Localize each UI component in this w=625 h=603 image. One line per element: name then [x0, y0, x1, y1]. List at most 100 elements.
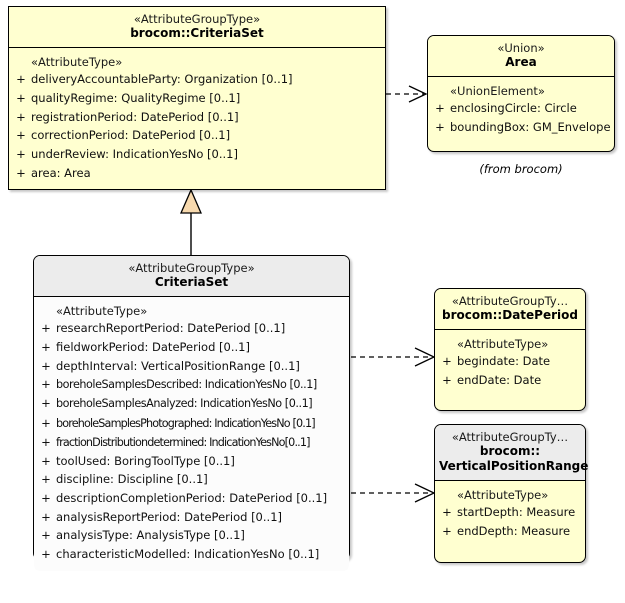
attribute-text: area: Area	[31, 165, 91, 180]
generalization-criteriaset-to-brocom-criteriaset	[180, 188, 202, 255]
class-header-verticalpositionrange: «AttributeGroupTy… brocom:: VerticalPosi…	[435, 425, 589, 482]
attribute-visibility: +	[16, 146, 26, 161]
attribute-text: descriptionCompletionPeriod: DatePeriod …	[56, 491, 328, 506]
class-brocom-criteriaset[interactable]: «AttributeGroupType» brocom::CriteriaSet…	[8, 6, 386, 190]
attribute-visibility: +	[41, 396, 51, 411]
class-verticalpositionrange[interactable]: «AttributeGroupTy… brocom:: VerticalPosi…	[434, 424, 589, 563]
attribute-group-stereotype: «AttributeType»	[457, 488, 549, 503]
attribute-row: + underReview: IndicationYesNo [0..1]	[11, 145, 383, 164]
attribute-row: + fieldworkPeriod: DatePeriod [0..1]	[36, 338, 347, 357]
class-name: CriteriaSet	[154, 275, 229, 290]
attribute-visibility: +	[16, 72, 26, 87]
attribute-text: boreholeSamplesPhotographed: IndicationY…	[56, 416, 316, 430]
attribute-visibility: +	[41, 509, 51, 524]
attribute-visibility: +	[41, 434, 51, 449]
attribute-text: fractionDistributiondetermined: Indicati…	[56, 435, 311, 449]
class-name: brocom::CriteriaSet	[130, 26, 264, 41]
attribute-row: + registrationPeriod: DatePeriod [0..1]	[11, 108, 383, 127]
attribute-text: endDate: Date	[457, 373, 542, 387]
class-area[interactable]: «Union» Area «UnionElement» + enclosingC…	[427, 35, 615, 152]
class-body-criteriaset: «AttributeType» + researchReportPeriod: …	[34, 297, 349, 571]
attribute-row: + toolUsed: BoringToolType [0..1]	[36, 452, 347, 471]
attribute-row: + boreholeSamplesPhotographed: Indicatio…	[36, 414, 347, 433]
class-name-line1: brocom::	[479, 444, 541, 459]
class-header-brocom-criteriaset: «AttributeGroupType» brocom::CriteriaSet	[9, 7, 385, 49]
attribute-text: endDepth: Measure	[457, 524, 571, 538]
class-stereotype: «AttributeGroupTy…	[451, 430, 569, 444]
attribute-visibility: +	[41, 546, 51, 561]
attribute-visibility: +	[41, 358, 51, 373]
class-body-dateperiod: «AttributeType» + begindate: Date + endD…	[435, 330, 585, 397]
attribute-text: depthInterval: VerticalPositionRange [0.…	[56, 358, 300, 373]
attribute-visibility: +	[41, 377, 51, 392]
attribute-visibility: +	[41, 340, 51, 354]
attribute-visibility: +	[442, 524, 452, 538]
attribute-row: + enclosingCircle: Circle	[430, 99, 612, 118]
attribute-row: + descriptionCompletionPeriod: DatePerio…	[36, 489, 347, 508]
class-dateperiod[interactable]: «AttributeGroupTy… brocom::DatePeriod «A…	[434, 288, 586, 411]
attribute-text: startDepth: Measure	[457, 505, 576, 520]
dependency-criteriaset-to-area	[386, 85, 428, 103]
attribute-text: characteristicModelled: IndicationYesNo …	[56, 546, 320, 561]
attribute-visibility: +	[16, 109, 26, 124]
attribute-row: + area: Area	[11, 164, 383, 183]
attribute-visibility: +	[442, 354, 452, 369]
attribute-row: + boundingBox: GM_Envelope	[430, 118, 612, 137]
attribute-visibility: +	[41, 415, 51, 430]
attribute-row: + qualityRegime: QualityRegime [0..1]	[11, 89, 383, 108]
attribute-text: toolUsed: BoringToolType [0..1]	[56, 453, 235, 468]
class-body-verticalpositionrange: «AttributeType» + startDepth: Measure + …	[435, 481, 585, 548]
attribute-visibility: +	[16, 128, 26, 143]
attribute-row: + startDepth: Measure	[437, 503, 583, 522]
area-package-note: (from brocom)	[479, 162, 563, 176]
attribute-visibility: +	[16, 165, 26, 180]
class-header-criteriaset: «AttributeGroupType» CriteriaSet	[34, 256, 349, 298]
class-name: Area	[505, 55, 537, 70]
attribute-row: + researchReportPeriod: DatePeriod [0..1…	[36, 319, 347, 338]
attribute-text: registrationPeriod: DatePeriod [0..1]	[31, 109, 239, 124]
attribute-row: + boreholeSamplesDescribed: IndicationYe…	[36, 375, 347, 394]
attribute-row: + endDepth: Measure	[437, 522, 583, 541]
attribute-text: researchReportPeriod: DatePeriod [0..1]	[56, 321, 286, 336]
attribute-text: underReview: IndicationYesNo [0..1]	[31, 146, 238, 161]
attribute-text: deliveryAccountableParty: Organization […	[31, 72, 293, 87]
union-element-stereotype: «UnionElement»	[450, 84, 545, 99]
attribute-text: discipline: Discipline [0..1]	[56, 472, 208, 487]
class-name-line2: VerticalPositionRange	[439, 459, 589, 474]
attribute-row: + boreholeSamplesAnalyzed: IndicationYes…	[36, 394, 347, 413]
attribute-visibility: +	[41, 528, 51, 543]
dependency-criteriaset-to-dateperiod	[351, 347, 436, 367]
attribute-visibility: +	[41, 453, 51, 468]
class-name: brocom::DatePeriod	[442, 308, 578, 323]
attribute-row: + deliveryAccountableParty: Organization…	[11, 70, 383, 89]
attribute-visibility: +	[435, 101, 445, 116]
dependency-criteriaset-to-verticalpositionrange	[351, 483, 436, 503]
attribute-group-stereotype: «AttributeType»	[31, 55, 123, 70]
attribute-row: + analysisReportPeriod: DatePeriod [0..1…	[36, 508, 347, 527]
attribute-row: + fractionDistributiondetermined: Indica…	[36, 433, 347, 452]
attribute-text: analysisReportPeriod: DatePeriod [0..1]	[56, 509, 282, 524]
attribute-visibility: +	[16, 91, 26, 105]
attribute-visibility: +	[442, 505, 452, 520]
attribute-row: + depthInterval: VerticalPositionRange […	[36, 357, 347, 376]
attribute-text: correctionPeriod: DatePeriod [0..1]	[31, 128, 231, 143]
attribute-text: fieldworkPeriod: DatePeriod [0..1]	[56, 340, 250, 354]
attribute-row: + analysisType: AnalysisType [0..1]	[36, 526, 347, 545]
class-criteriaset[interactable]: «AttributeGroupType» CriteriaSet «Attrib…	[33, 255, 350, 571]
attribute-visibility: +	[41, 491, 51, 506]
attribute-group-stereotype: «AttributeType»	[457, 337, 549, 352]
attribute-row: + endDate: Date	[437, 371, 583, 390]
attribute-group-stereotype: «AttributeType»	[56, 304, 148, 319]
class-body-area: «UnionElement» + enclosingCircle: Circle…	[428, 77, 614, 144]
attribute-text: boreholeSamplesAnalyzed: IndicationYesNo…	[56, 397, 313, 411]
attribute-text: boreholeSamplesDescribed: IndicationYesN…	[56, 378, 317, 392]
class-header-area: «Union» Area	[428, 36, 614, 78]
attribute-text: analysisType: AnalysisType [0..1]	[56, 528, 245, 543]
class-stereotype: «Union»	[497, 41, 545, 55]
attribute-visibility: +	[442, 373, 452, 387]
attribute-text: begindate: Date	[457, 354, 551, 369]
class-header-dateperiod: «AttributeGroupTy… brocom::DatePeriod	[435, 289, 585, 331]
attribute-row: + begindate: Date	[437, 352, 583, 371]
attribute-text: qualityRegime: QualityRegime [0..1]	[31, 91, 241, 105]
